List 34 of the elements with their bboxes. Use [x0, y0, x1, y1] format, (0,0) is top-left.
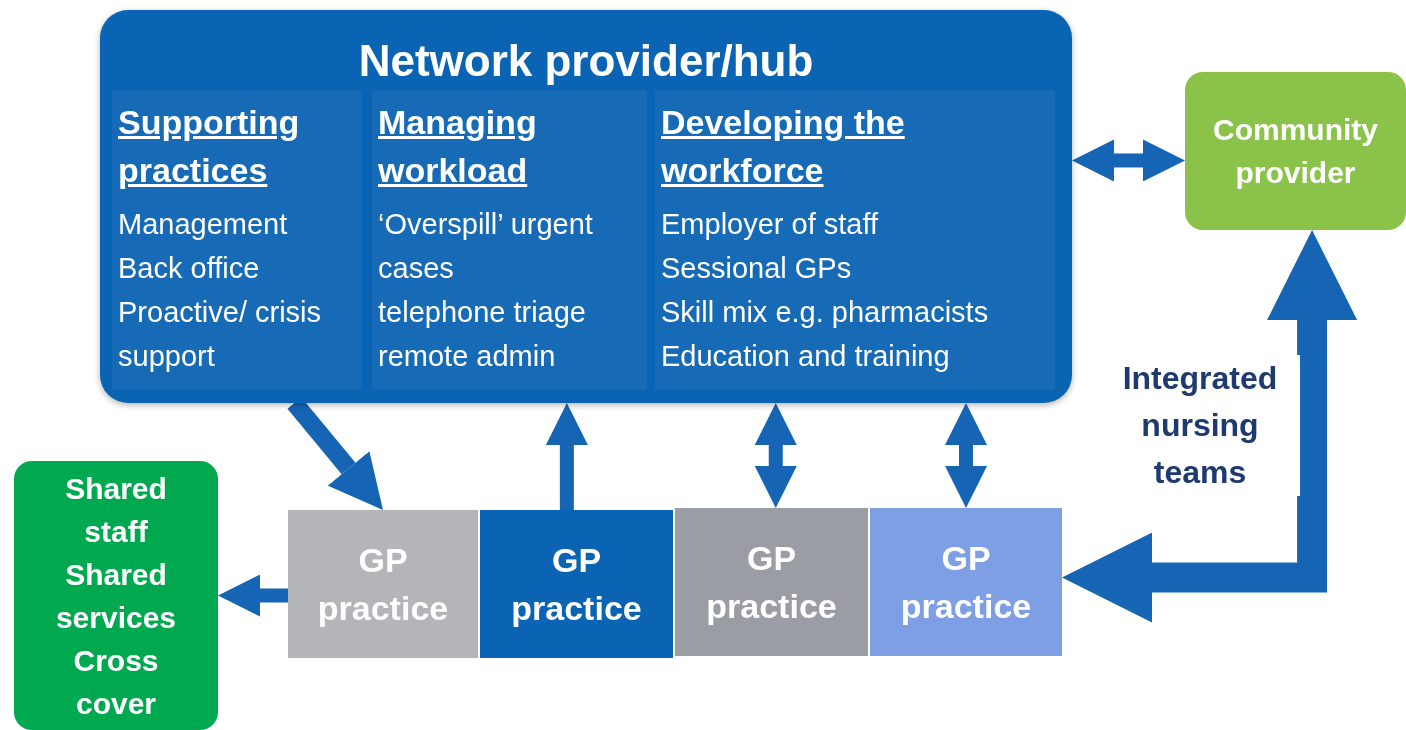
practice-box [288, 510, 478, 658]
list-item: Back office [117, 251, 261, 286]
box-text: GP practice [705, 538, 838, 627]
box-text: GP practice [316, 540, 450, 629]
column-heading: Developing the workforce [660, 102, 906, 191]
list-item: Employer of staff [660, 207, 880, 242]
list-item: Sessional GPs [660, 251, 853, 286]
box-text: Shared services [54, 556, 178, 636]
block-arrow [1062, 230, 1358, 623]
block-arrow [754, 403, 797, 508]
box-text: GP practice [510, 540, 643, 629]
practice-box [480, 510, 673, 658]
block-arrow [545, 403, 588, 510]
rounded-box [14, 461, 218, 730]
list-item: Skill mix e.g. pharmacists [660, 295, 990, 330]
practice-box [870, 508, 1062, 656]
hub-panel [100, 10, 1072, 403]
practice-box [675, 508, 868, 656]
hub-title: Network provider/hub [357, 36, 815, 86]
column-heading: Managing workload [377, 102, 538, 191]
list-item: telephone triage [377, 295, 587, 330]
box-text: Community provider [1212, 112, 1379, 191]
block-arrow [945, 403, 987, 508]
list-item: Proactive/ crisis support [117, 295, 323, 374]
block-arrow [1072, 139, 1185, 182]
box-text: GP practice [899, 538, 1033, 627]
box-text: Cross cover [72, 642, 160, 722]
list-item: Management [117, 207, 289, 242]
list-item: remote admin [377, 339, 557, 374]
list-item: Education and training [660, 339, 951, 374]
column-heading: Supporting practices [117, 102, 301, 191]
box-text: Shared staff [64, 470, 168, 550]
rounded-box [1185, 72, 1406, 230]
block-arrow [218, 574, 288, 617]
